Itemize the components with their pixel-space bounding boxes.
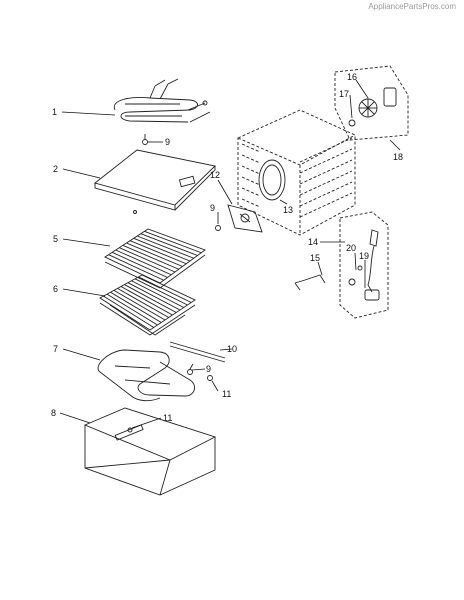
wire-line xyxy=(124,284,177,313)
sensor-harness-assembly xyxy=(294,211,389,319)
wire-line xyxy=(119,247,176,273)
screw-part xyxy=(187,363,194,375)
callout-20: 20 xyxy=(346,243,356,253)
callout-18: 18 xyxy=(393,152,403,162)
callout-1: 1 xyxy=(52,107,57,117)
wire-line xyxy=(122,244,179,270)
callout-5: 5 xyxy=(53,234,58,244)
wire-line xyxy=(299,148,353,174)
callout-14: 14 xyxy=(308,237,318,247)
wire-line xyxy=(241,143,261,153)
roll-out-rack-part xyxy=(99,274,196,336)
wire-line xyxy=(117,288,169,318)
wire-line xyxy=(367,107,375,115)
screw-part xyxy=(215,225,221,231)
callout-9: 9 xyxy=(210,203,215,213)
convection-fan-assembly xyxy=(334,65,409,141)
wire-line xyxy=(110,291,162,323)
wire-line xyxy=(241,176,261,186)
wire-line xyxy=(108,254,164,281)
wire-line xyxy=(241,198,261,208)
callout-15: 15 xyxy=(310,253,320,263)
wire-line xyxy=(138,276,192,303)
callout-9: 9 xyxy=(165,137,170,147)
screw-part xyxy=(142,134,148,145)
wire-line xyxy=(241,187,261,197)
callout-19: 19 xyxy=(359,251,369,261)
callout-2: 2 xyxy=(53,164,58,174)
leader-lines xyxy=(59,79,401,429)
wire-line xyxy=(361,101,369,109)
bake-element-part xyxy=(97,349,196,402)
callout-8: 8 xyxy=(51,408,56,418)
callout-7: 7 xyxy=(53,344,58,354)
oven-cavity-part xyxy=(237,109,356,236)
wire-line xyxy=(106,293,158,326)
fan-blade-part xyxy=(227,204,263,233)
wire-line xyxy=(134,278,188,306)
callout-11: 11 xyxy=(222,389,231,399)
wire-line xyxy=(133,237,191,262)
bracket-part xyxy=(169,341,226,363)
watermark-text: AppliancePartsPros.com xyxy=(368,2,456,11)
callout-labels: 1 9 2 5 6 7 10 9 11 8 11 12 9 13 16 17 1… xyxy=(51,72,403,423)
callout-16: 16 xyxy=(347,72,357,82)
wire-line xyxy=(131,280,184,308)
callout-13: 13 xyxy=(283,205,293,215)
wire-line xyxy=(367,101,375,109)
wire-line xyxy=(299,170,353,196)
oven-rack-part xyxy=(104,228,206,289)
panel-part xyxy=(94,149,216,214)
callout-17: 17 xyxy=(339,89,349,99)
wire-line xyxy=(361,107,369,115)
wire-line xyxy=(115,249,172,276)
wire-line xyxy=(129,240,187,265)
wire-line xyxy=(241,165,261,175)
wire-line xyxy=(111,251,168,278)
wire-line xyxy=(127,282,181,311)
callout-11: 11 xyxy=(163,413,172,423)
wire-line xyxy=(299,159,353,185)
wire-line xyxy=(144,230,202,254)
wire-line xyxy=(113,289,166,321)
wire-line xyxy=(299,192,353,218)
broil-element-part xyxy=(113,78,211,123)
callout-6: 6 xyxy=(53,284,58,294)
bottom-tray-part xyxy=(83,407,217,496)
wire-line xyxy=(241,154,261,164)
callout-12: 12 xyxy=(210,170,220,180)
screw-part xyxy=(207,375,213,381)
wire-line xyxy=(120,286,173,316)
wire-line xyxy=(299,181,353,207)
wire-line xyxy=(126,242,183,267)
wire-line xyxy=(140,233,198,256)
wire-line xyxy=(299,137,353,163)
wire-line xyxy=(137,235,194,259)
callout-9: 9 xyxy=(206,364,211,374)
callout-10: 10 xyxy=(227,344,237,354)
wire-line xyxy=(103,295,154,328)
